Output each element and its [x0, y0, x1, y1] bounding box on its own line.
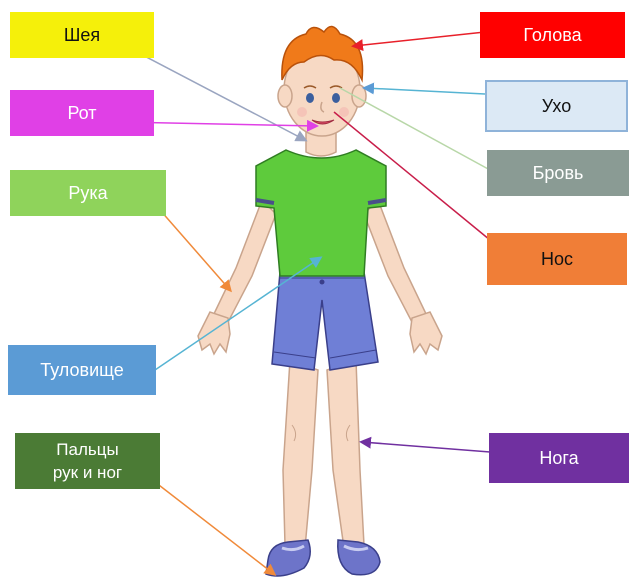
shirt — [256, 150, 386, 276]
label-leg: Нога — [489, 433, 629, 483]
label-fingers-text-line1: Пальцы — [56, 438, 118, 461]
fingers-pointer — [155, 482, 274, 574]
label-head: Голова — [480, 12, 625, 58]
label-mouth-text: Рот — [67, 101, 96, 125]
label-torso-text: Туловище — [40, 358, 124, 382]
label-mouth: Рот — [10, 90, 154, 136]
label-leg-text: Нога — [539, 446, 578, 470]
label-head-text: Голова — [523, 23, 581, 47]
label-arm: Рука — [10, 170, 166, 216]
label-fingers-text-line2: рук и ног — [53, 461, 122, 484]
legs — [283, 360, 364, 548]
label-torso: Туловище — [8, 345, 156, 395]
sandals — [266, 540, 380, 576]
label-arm-text: Рука — [68, 181, 107, 205]
shorts — [272, 272, 378, 370]
label-brow: Бровь — [487, 150, 629, 196]
label-neck-text: Шея — [64, 23, 100, 47]
arm-pointer — [160, 210, 230, 290]
head — [278, 26, 366, 136]
label-ear-text: Ухо — [542, 94, 571, 118]
label-nose: Нос — [487, 233, 627, 285]
label-neck: Шея — [10, 12, 154, 58]
label-brow-text: Бровь — [533, 161, 584, 185]
label-ear: Ухо — [485, 80, 628, 132]
head-pointer — [354, 32, 485, 46]
ear-pointer — [365, 88, 485, 94]
label-fingers: Пальцы рук и ног — [15, 433, 160, 489]
leg-pointer — [362, 442, 490, 452]
label-nose-text: Нос — [541, 247, 573, 271]
